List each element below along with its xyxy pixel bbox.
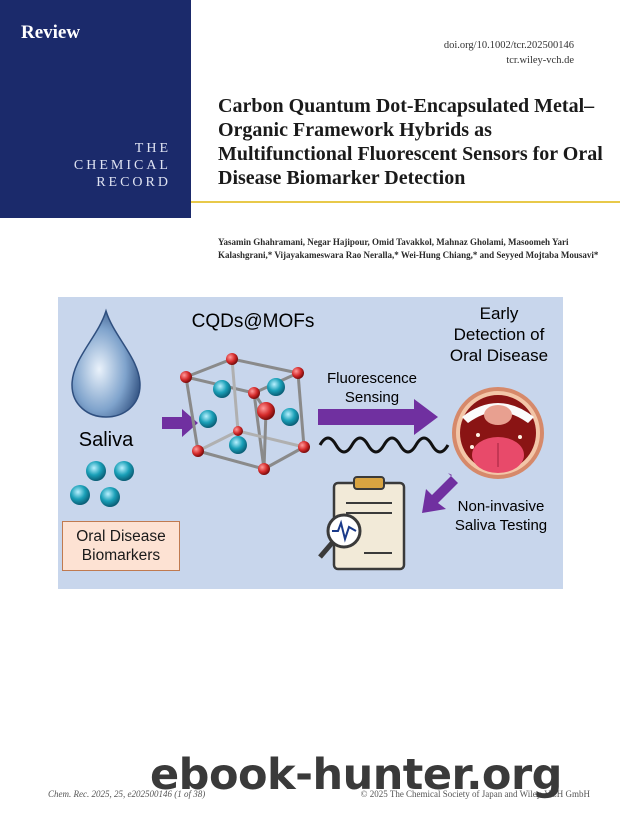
biomarker-line-2: Biomarkers bbox=[81, 547, 161, 564]
graphic-canvas bbox=[70, 308, 544, 571]
watermark: ebook-hunter.org bbox=[150, 750, 562, 800]
graphical-abstract: CQDs@MOFs Saliva Fluorescence Sensing Ea… bbox=[58, 297, 563, 589]
noninv-line-2: Saliva Testing bbox=[454, 517, 548, 534]
cqd-mof-label: CQDs@MOFs bbox=[191, 311, 315, 332]
accent-rule bbox=[191, 201, 620, 203]
noninv-line-1: Non-invasive bbox=[457, 498, 545, 515]
citation-footer: Chem. Rec. 2025, 25, e202500146 (1 of 38… bbox=[48, 789, 206, 799]
biomarker-line-1: Oral Disease bbox=[76, 528, 166, 545]
fluorescence-wave-icon bbox=[318, 436, 450, 454]
early-detection-label: Early Detection of Oral Disease bbox=[438, 303, 560, 366]
saliva-drop-icon bbox=[71, 308, 141, 418]
journal-name: THE CHEMICAL RECORD bbox=[74, 140, 171, 191]
mof-metal-nodes bbox=[180, 353, 310, 475]
journal-line-2: CHEMICAL bbox=[73, 158, 171, 173]
early-line-2: Detection of bbox=[453, 325, 545, 344]
biomarker-dots bbox=[70, 461, 134, 507]
mof-cqd-dots bbox=[199, 378, 299, 454]
saliva-label: Saliva bbox=[78, 429, 134, 451]
testing-arrow-icon bbox=[422, 473, 458, 513]
arrow-to-mof-icon bbox=[162, 409, 198, 437]
open-mouth-icon bbox=[452, 387, 544, 479]
mof-lattice-icon bbox=[184, 357, 306, 471]
author-list: Yasamin Ghahramani, Negar Hajipour, Omid… bbox=[218, 237, 599, 260]
fluorescence-line-2: Sensing bbox=[344, 389, 400, 406]
early-line-3: Oral Disease bbox=[449, 346, 549, 365]
non-invasive-label: Non-invasive Saliva Testing bbox=[442, 497, 560, 535]
article-title: Carbon Quantum Dot-Encapsulated Metal–Or… bbox=[218, 95, 603, 189]
fluorescence-label: Fluorescence Sensing bbox=[310, 369, 434, 407]
journal-banner: Review THE CHEMICAL RECORD bbox=[0, 0, 191, 218]
early-line-1: Early bbox=[479, 304, 519, 323]
doi-block: doi.org/10.1002/tcr.202500146 tcr.wiley-… bbox=[444, 38, 574, 68]
section-label: Review bbox=[21, 22, 81, 43]
clipboard-analysis-icon bbox=[318, 476, 406, 571]
biomarker-box: Oral Disease Biomarkers bbox=[62, 521, 180, 571]
journal-line-3: RECORD bbox=[96, 175, 171, 190]
journal-line-1: THE bbox=[134, 141, 171, 156]
copyright-footer: © 2025 The Chemical Society of Japan and… bbox=[360, 789, 590, 799]
doi-link[interactable]: doi.org/10.1002/tcr.202500146 bbox=[443, 40, 574, 51]
sensing-arrow-icon bbox=[318, 399, 438, 435]
site-link[interactable]: tcr.wiley-vch.de bbox=[506, 55, 574, 66]
fluorescence-line-1: Fluorescence bbox=[326, 370, 418, 387]
